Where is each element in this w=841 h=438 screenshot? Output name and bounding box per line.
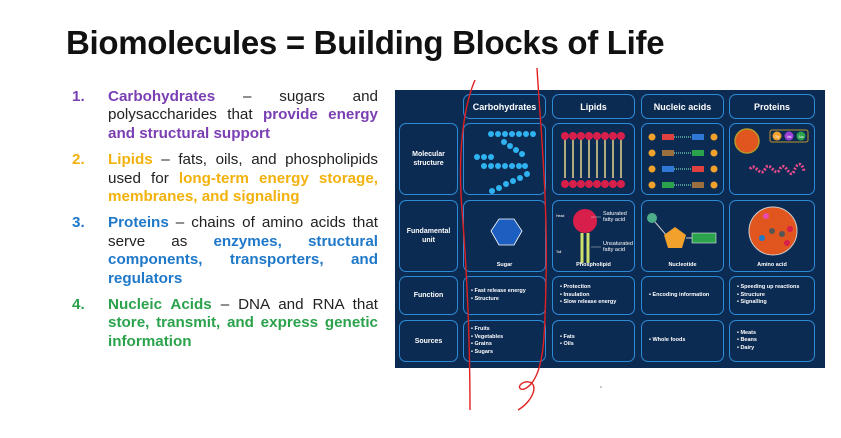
svg-text:Tail: Tail bbox=[556, 250, 561, 254]
function-nucleic-acids: • Encoding information bbox=[641, 276, 724, 315]
sources-lipids: • Fats• Oils bbox=[552, 320, 635, 362]
source-item: • Whole foods bbox=[649, 337, 686, 344]
biomolecule-list: 1. Carbohydrates – sugars and polysacchar… bbox=[72, 88, 378, 359]
item-number: 2. bbox=[72, 151, 85, 169]
function-carbohydrates: • Fast release energy• Structure bbox=[463, 276, 546, 315]
unit-label: Phospholipid bbox=[576, 262, 611, 268]
unit-sugar: Sugar bbox=[463, 200, 546, 272]
unit-label: Amino acid bbox=[757, 262, 787, 268]
column-header-carbohydrates: Carbohydrates bbox=[463, 94, 546, 119]
item-text: – fats, oils, and phospholipids used for bbox=[108, 151, 378, 187]
svg-text:Gly: Gly bbox=[774, 135, 780, 139]
unit-phospholipid: Head Tail Saturated fatty acid Unsaturat… bbox=[552, 200, 635, 272]
list-item-carbohydrates: 1. Carbohydrates – sugars and polysacchar… bbox=[72, 88, 378, 143]
function-item: • Slow release energy bbox=[560, 299, 617, 306]
item-name: Proteins bbox=[108, 214, 169, 232]
sources-nucleic-acids: • Whole foods bbox=[641, 320, 724, 362]
function-item: • Encoding information bbox=[649, 291, 710, 298]
lipid-bilayer-icon bbox=[561, 132, 625, 188]
item-name: Nucleic Acids bbox=[108, 296, 212, 314]
item-text: – DNA and RNA that bbox=[211, 296, 379, 314]
amino-acid-icon bbox=[748, 206, 798, 256]
source-item: • Sugars bbox=[471, 348, 494, 355]
dna-icon bbox=[648, 133, 718, 189]
sources-carbohydrates: • Fruits• Vegetables• Grains• Sugars bbox=[463, 320, 546, 362]
column-header-proteins: Proteins bbox=[729, 94, 815, 119]
biomolecule-table: Carbohydrates Lipids Nucleic acids Prote… bbox=[395, 90, 825, 368]
carbohydrate-structure bbox=[463, 123, 546, 195]
source-item: • Beans bbox=[737, 337, 757, 344]
item-highlight: long-term energy storage, membranes, and… bbox=[108, 169, 378, 206]
unit-amino-acid: Amino acid bbox=[729, 200, 815, 272]
list-item-proteins: 3. Proteins – chains of amino acids that … bbox=[72, 214, 378, 288]
unit-label: Nucleotide bbox=[668, 262, 697, 268]
list-item-lipids: 2. Lipids – fats, oils, and phospholipids… bbox=[72, 151, 378, 206]
function-item: • Structure bbox=[737, 291, 765, 298]
function-item: • Insulation bbox=[560, 291, 590, 298]
item-number: 4. bbox=[72, 296, 85, 314]
source-item: • Dairy bbox=[737, 344, 755, 351]
item-name: Carbohydrates bbox=[108, 88, 216, 105]
item-text: – sugars and polysaccharides that bbox=[108, 88, 378, 124]
function-item: • Structure bbox=[471, 295, 499, 302]
sources-proteins: • Meats• Beans• Dairy bbox=[729, 320, 815, 362]
function-item: • Fast release energy bbox=[471, 288, 526, 294]
item-number: 1. bbox=[72, 88, 85, 105]
source-item: • Grains bbox=[471, 341, 492, 347]
nucleic-acid-structure bbox=[641, 123, 724, 195]
unsaturated-fatty-acid-label: Unsaturated fatty acid bbox=[603, 241, 633, 253]
phospholipid-icon: Head Tail bbox=[556, 209, 601, 263]
source-item: • Vegetables bbox=[471, 333, 504, 340]
protein-structure: Gly Val Ala bbox=[729, 123, 815, 195]
row-label-fundamental-unit: Fundamental unit bbox=[399, 200, 458, 272]
function-lipids: • Protection• Insulation• Slow release e… bbox=[552, 276, 635, 315]
function-item: • Protection bbox=[560, 284, 591, 291]
item-text: – chains of amino acids that serve as bbox=[108, 214, 378, 250]
source-item: • Fats bbox=[560, 333, 575, 340]
column-header-lipids: Lipids bbox=[552, 94, 635, 119]
function-item: • Signalling bbox=[737, 299, 767, 306]
function-item: • Speeding up reactions bbox=[737, 284, 800, 291]
protein-chain-icon: Gly Val Ala bbox=[734, 128, 809, 175]
saturated-fatty-acid-label: Saturated fatty acid bbox=[603, 211, 627, 223]
source-item: • Fruits bbox=[471, 326, 490, 332]
nucleotide-icon bbox=[647, 213, 717, 248]
svg-text:Val: Val bbox=[787, 135, 792, 139]
unit-nucleotide: Nucleotide bbox=[641, 200, 724, 272]
list-item-nucleic-acids: 4. Nucleic Acids – DNA and RNA that store… bbox=[72, 296, 378, 351]
lipid-structure bbox=[552, 123, 635, 195]
row-label-molecular-structure: Molecular structure bbox=[399, 123, 458, 195]
slide-title: Biomolecules = Building Blocks of Life bbox=[66, 24, 665, 61]
source-item: • Meats bbox=[737, 329, 757, 336]
item-highlight: store, transmit, and express genetic inf… bbox=[108, 314, 378, 350]
row-label-function: Function bbox=[399, 276, 458, 315]
item-highlight: enzymes, structural components, transpor… bbox=[108, 232, 378, 287]
unit-label: Sugar bbox=[496, 262, 513, 268]
item-number: 3. bbox=[72, 214, 85, 232]
svg-text:Head: Head bbox=[556, 214, 564, 218]
row-label-sources: Sources bbox=[399, 320, 458, 362]
function-proteins: • Speeding up reactions• Structure• Sign… bbox=[729, 276, 815, 315]
item-name: Lipids bbox=[108, 151, 153, 169]
source-item: • Oils bbox=[560, 341, 574, 347]
svg-text:Ala: Ala bbox=[798, 135, 803, 139]
column-header-nucleic-acids: Nucleic acids bbox=[641, 94, 724, 119]
polysaccharide-icon bbox=[474, 131, 536, 194]
item-highlight: provide energy and structural support bbox=[108, 106, 378, 142]
